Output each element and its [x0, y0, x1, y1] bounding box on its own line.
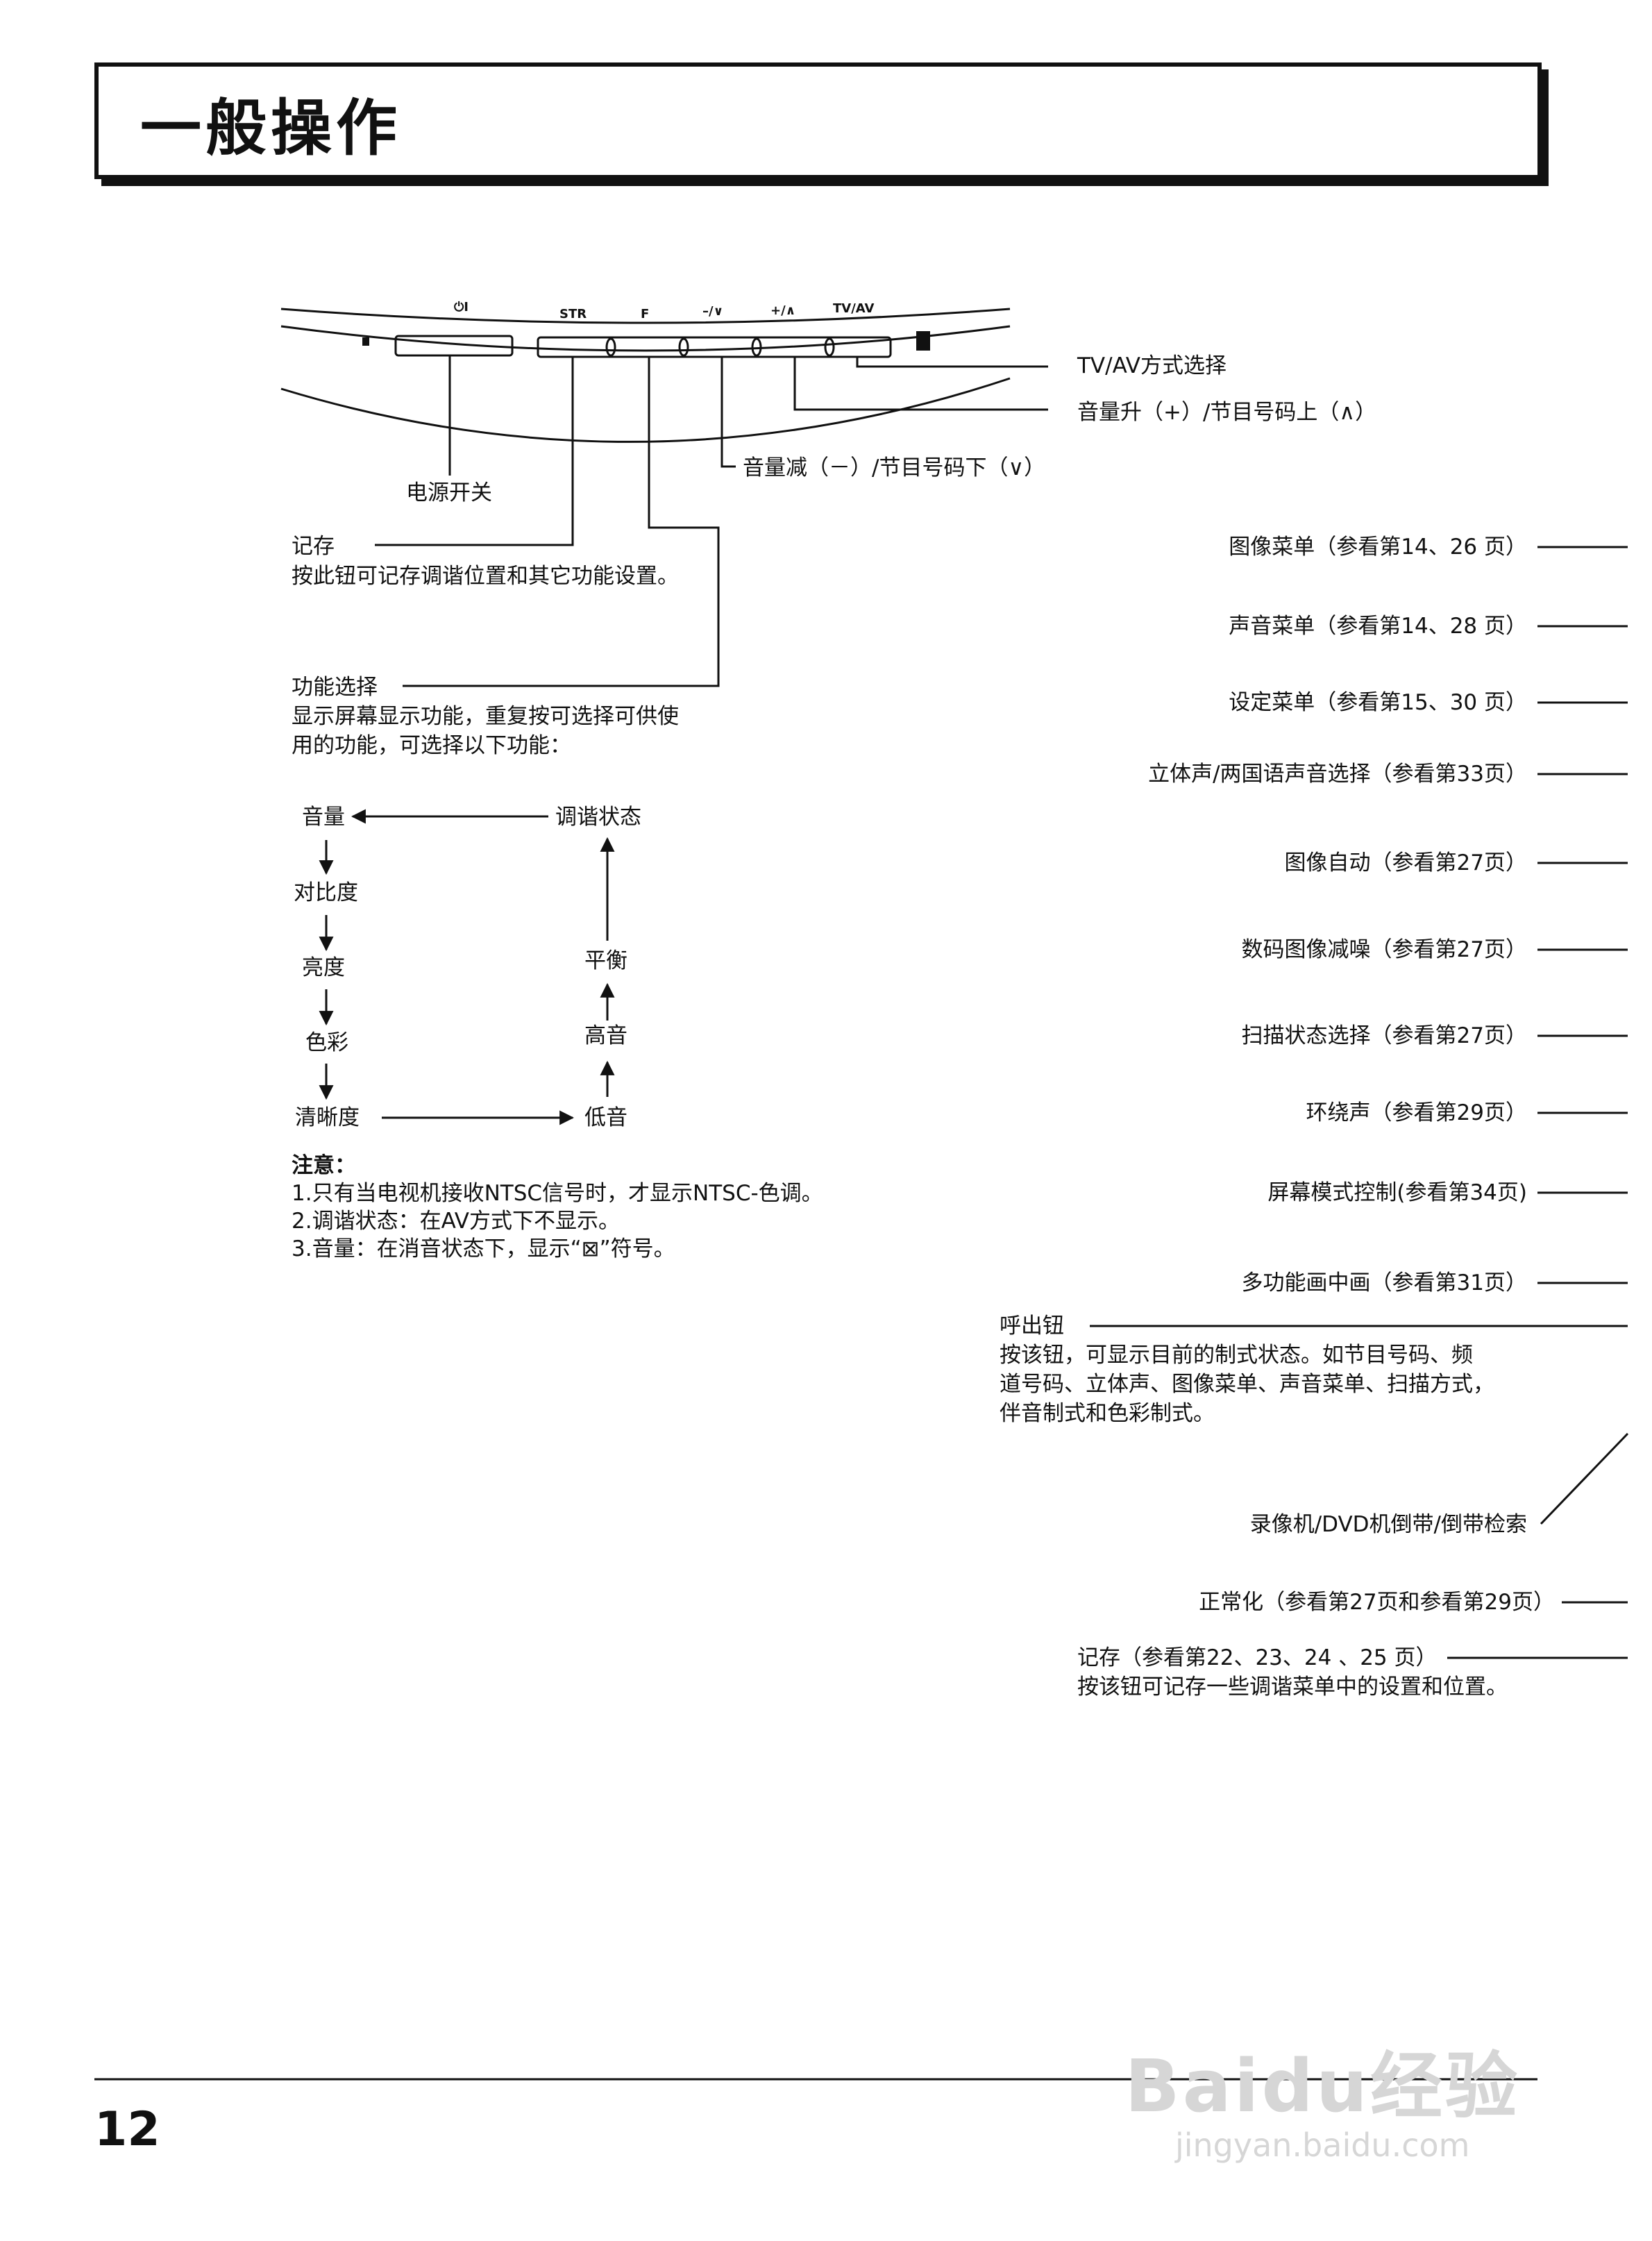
recall-title: 呼出钮: [1000, 1313, 1064, 1338]
flow-balance: 平衡: [584, 948, 627, 973]
sound-menu-label: 声音菜单（参看第14、28 页）: [1229, 614, 1527, 639]
plus-up-label: +/∧: [770, 303, 796, 318]
volume-up-callout: 音量升（+）/节目号码上（∧）: [1077, 400, 1377, 425]
recall-desc-1: 按该钮，可显示目前的制式状态。如节目号码、频: [1000, 1343, 1473, 1368]
leader-volume-down: [720, 357, 736, 468]
picture-menu-label: 图像菜单（参看第14、26 页）: [1229, 535, 1527, 560]
button-strip-shape: [537, 336, 892, 358]
stereo-select-label: 立体声/两国语声音选择（参看第33页）: [1148, 762, 1527, 787]
normalize-label: 正常化（参看第27页和参看第29页）: [1199, 1590, 1555, 1615]
sensor-window: [916, 331, 930, 351]
tv-av-callout: TV/AV方式选择: [1077, 353, 1227, 378]
indicator-dot: [362, 337, 369, 346]
flow-tuning-status: 调谐状态: [555, 805, 641, 830]
leader-store: [375, 357, 574, 546]
page-number: 12: [94, 2102, 160, 2157]
store-desc: 按此钮可记存调谐位置和其它功能设置。: [292, 564, 679, 589]
scan-mode-label: 扫描状态选择（参看第27页）: [1241, 1023, 1527, 1048]
leader-function: [403, 357, 720, 687]
power-button-shape: [394, 335, 514, 357]
note-2: 2.调谐状态：在AV方式下不显示。: [292, 1209, 621, 1234]
flow-bass: 低音: [584, 1105, 627, 1130]
picture-auto-label: 图像自动（参看第27页）: [1284, 850, 1527, 875]
watermark-url: jingyan.baidu.com: [1174, 2126, 1470, 2164]
multi-pip-label: 多功能画中画（参看第31页）: [1241, 1270, 1527, 1295]
watermark-brand: Baidu经验: [1124, 2044, 1520, 2129]
surround-label: 环绕声（参看第29页）: [1306, 1100, 1527, 1125]
minus-down-label: –/∨: [702, 304, 724, 319]
recall-desc-3: 伴音制式和色彩制式。: [1000, 1401, 1215, 1426]
recall-desc-2: 道号码、立体声、图像菜单、声音菜单、扫描方式，: [1000, 1372, 1494, 1397]
function-desc-1: 显示屏幕显示功能，重复按可选择可供使: [292, 704, 679, 729]
page-title: 一般操作: [140, 92, 402, 164]
f-label: F: [641, 307, 650, 321]
power-symbol-label: ⏻I: [454, 300, 469, 314]
flow-sharpness: 清晰度: [295, 1105, 360, 1130]
function-title: 功能选择: [292, 675, 378, 700]
leader-tv-av: [856, 357, 1048, 368]
flow-volume: 音量: [302, 805, 345, 830]
setup-menu-label: 设定菜单（参看第15、30 页）: [1229, 690, 1527, 715]
flow-contrast: 对比度: [294, 880, 358, 905]
str-label: STR: [559, 307, 587, 321]
title-box: 一般操作: [94, 62, 1542, 179]
store-remote-title: 记存（参看第22、23、24 、25 页）: [1077, 1645, 1438, 1670]
flow-color: 色彩: [305, 1030, 348, 1055]
panel-face-edge: [280, 325, 1011, 352]
tv-av-label: TV/AV: [833, 301, 875, 316]
leader-volume-up: [793, 357, 1048, 411]
panel-top-edge: [280, 308, 1011, 324]
function-desc-2: 用的功能，可选择以下功能：: [292, 733, 571, 758]
volume-down-callout: 音量减（－）/节目号码下（∨）: [743, 455, 1046, 480]
store-remote-desc: 按该钮可记存一些调谐菜单中的设置和位置。: [1077, 1675, 1508, 1699]
notes-heading: 注意：: [292, 1153, 356, 1178]
vcr-search-label: 录像机/DVD机倒带/倒带检索: [1249, 1512, 1527, 1537]
flow-treble: 高音: [584, 1023, 627, 1048]
power-callout: 电源开关: [406, 480, 492, 505]
note-3: 3.音量：在消音状态下，显示“⊠”符号。: [292, 1236, 675, 1261]
watermark: Baidu经验 jingyan.baidu.com: [1124, 2048, 1520, 2166]
store-title: 记存: [292, 534, 335, 559]
screen-mode-label: 屏幕模式控制(参看第34页): [1267, 1180, 1527, 1205]
digital-nr-label: 数码图像减噪（参看第27页）: [1241, 937, 1527, 962]
note-1: 1.只有当电视机接收NTSC信号时，才显示NTSC-色调。: [292, 1181, 823, 1206]
flow-brightness: 亮度: [302, 955, 345, 980]
